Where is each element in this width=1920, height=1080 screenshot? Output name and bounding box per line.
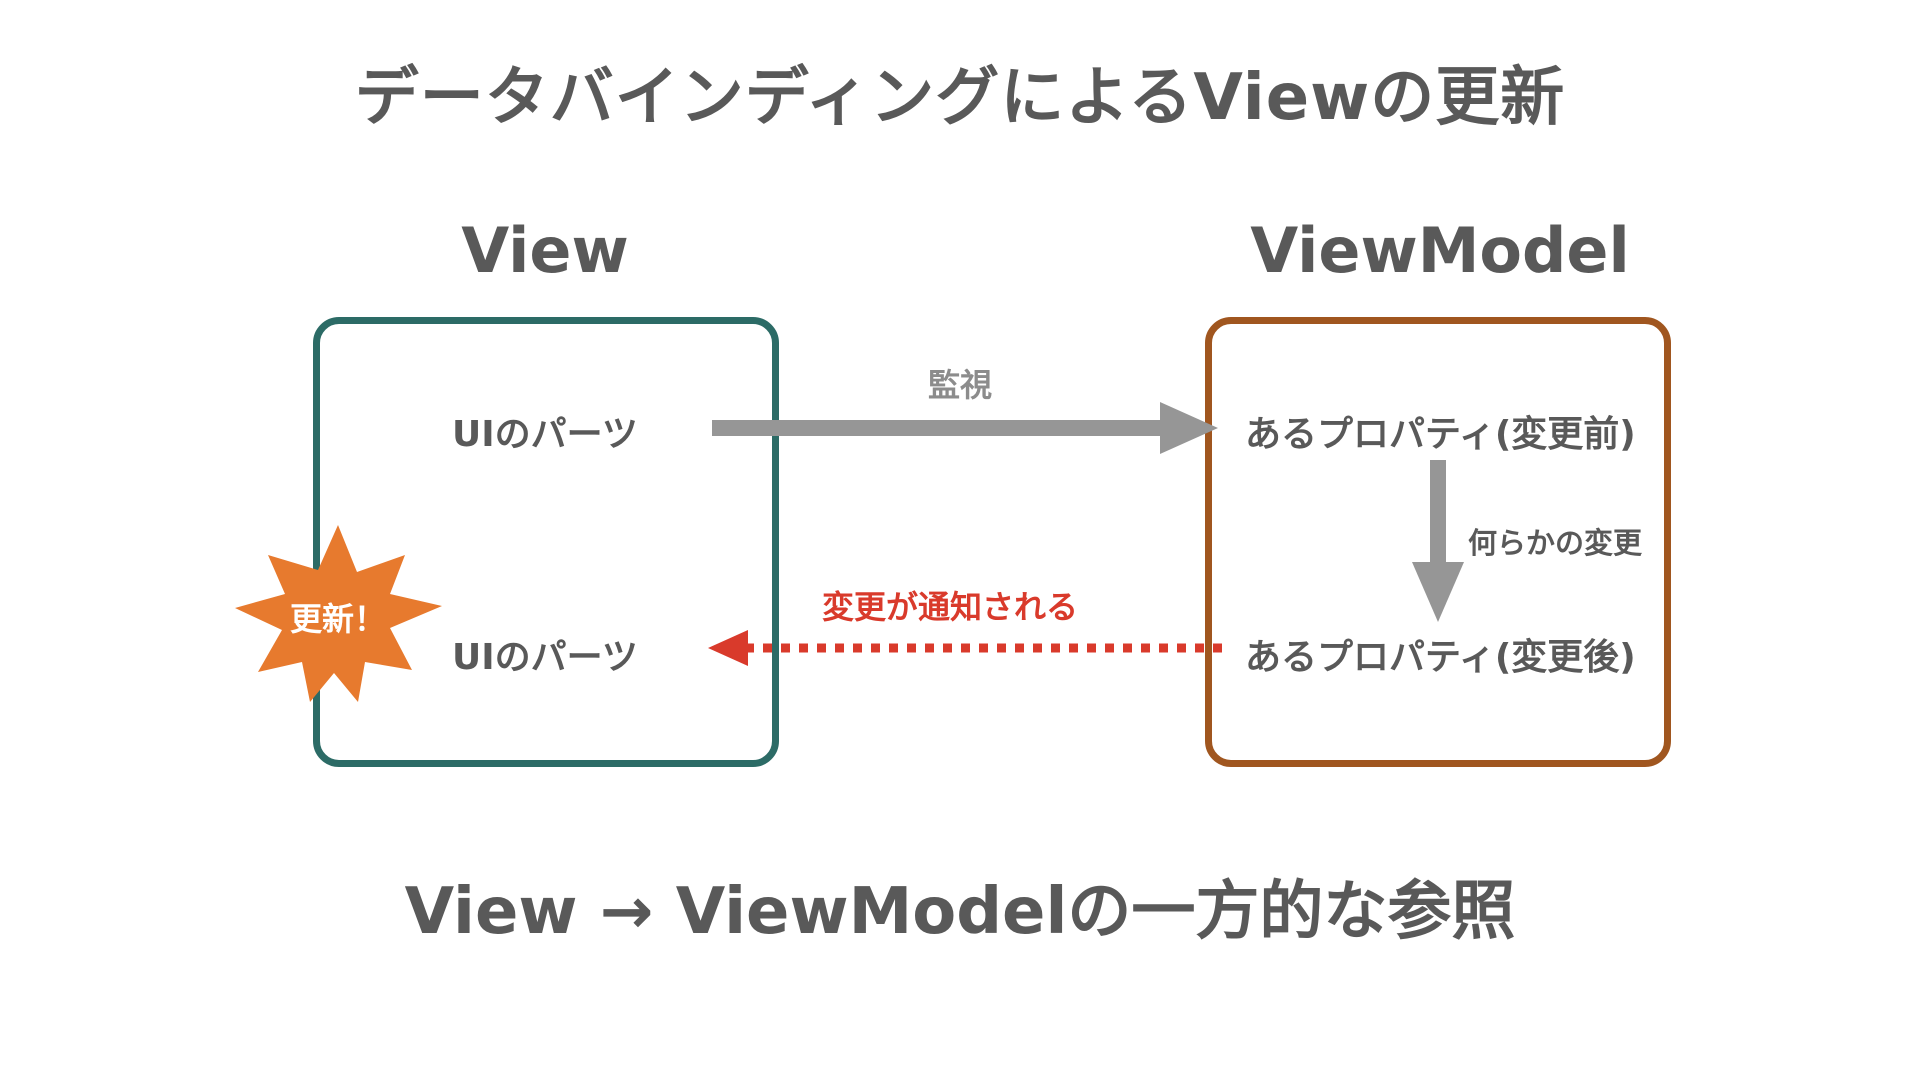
notify-label: 変更が通知される <box>822 588 1079 626</box>
change-label: 何らかの変更 <box>1468 526 1643 560</box>
viewmodel-property-after: あるプロパティ(変更後) <box>1245 637 1636 678</box>
viewmodel-property-before: あるプロパティ(変更前) <box>1245 414 1636 455</box>
burst-shape <box>235 525 442 702</box>
viewmodel-heading: ViewModel <box>1250 214 1630 287</box>
change-arrow <box>1412 460 1464 622</box>
observe-label: 監視 <box>928 366 993 404</box>
view-box <box>313 317 779 767</box>
viewmodel-box <box>1205 317 1671 767</box>
view-ui-part-top: UIのパーツ <box>452 414 638 455</box>
diagram-title: データバインディングによるViewの更新 <box>354 61 1566 135</box>
observe-arrow <box>712 402 1218 454</box>
view-ui-part-bottom: UIのパーツ <box>452 637 638 678</box>
notify-arrow <box>708 630 1222 666</box>
view-heading: View <box>461 214 629 287</box>
diagram-subtitle: View → ViewModelの一方的な参照 <box>404 875 1516 949</box>
update-burst-label: 更新！ <box>289 600 386 638</box>
